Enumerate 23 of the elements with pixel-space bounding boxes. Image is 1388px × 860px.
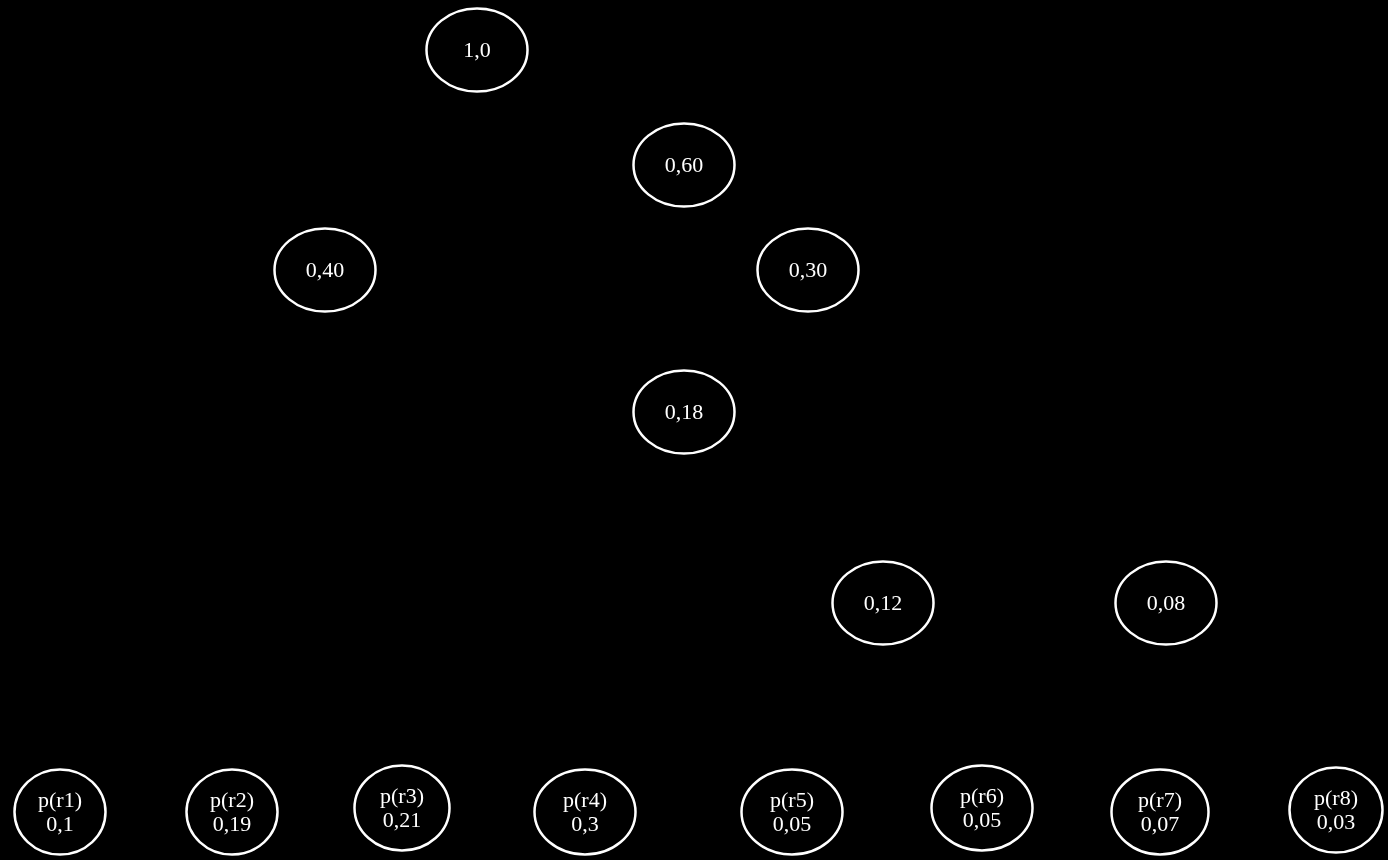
node-value: 0,18 (664, 400, 704, 424)
node-value: 0,03 (1316, 810, 1356, 834)
probability-label: p(r4) (563, 788, 607, 812)
node-value: 0,60 (664, 153, 704, 177)
node-value: 0,12 (863, 591, 903, 615)
node-value: 0,30 (788, 258, 828, 282)
node-value: 0,19 (212, 812, 252, 836)
probability-label: p(r6) (960, 784, 1004, 808)
node-value: 0,08 (1146, 591, 1186, 615)
probability-label: p(r1) (38, 788, 82, 812)
node-value: 0,40 (305, 258, 345, 282)
node-value: 0,05 (772, 812, 812, 836)
probability-label: p(r3) (380, 784, 424, 808)
node-value: 1,0 (463, 38, 491, 62)
probability-label: p(r7) (1138, 788, 1182, 812)
probability-label: p(r5) (770, 788, 814, 812)
probability-label: p(r2) (210, 788, 254, 812)
node-value: 0,3 (571, 812, 599, 836)
probability-label: p(r8) (1314, 786, 1358, 810)
node-value: 0,21 (382, 808, 422, 832)
node-value: 0,1 (46, 812, 74, 836)
node-value: 0,05 (962, 808, 1002, 832)
node-value: 0,07 (1140, 812, 1180, 836)
